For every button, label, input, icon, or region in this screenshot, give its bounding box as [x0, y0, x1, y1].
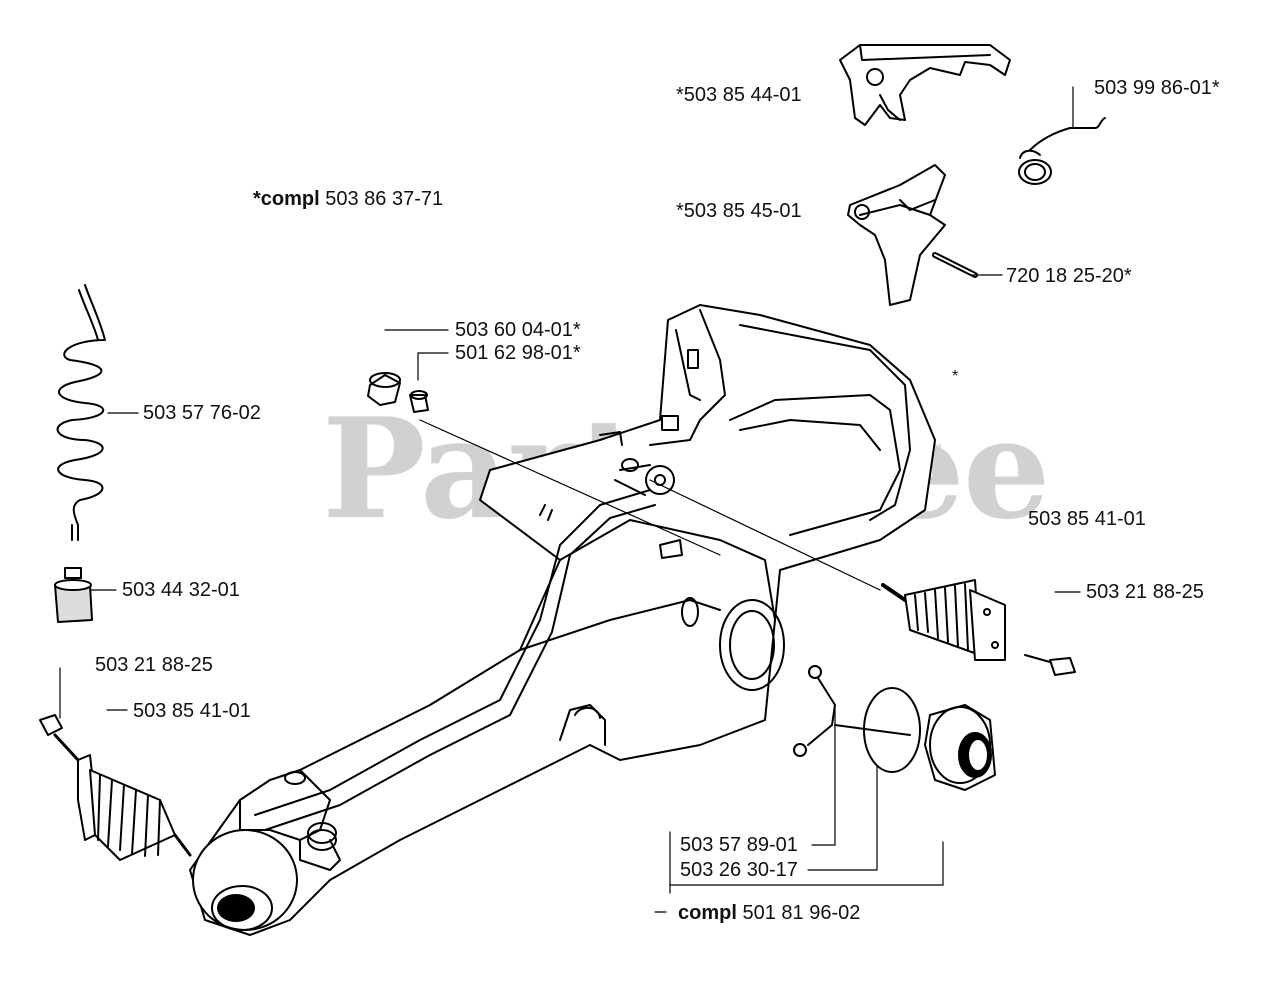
grommet-parts	[367, 372, 429, 413]
compl-label-501-81-96-02: compl 501 81 96-02	[678, 903, 860, 923]
av-spring-right-part	[881, 579, 1076, 676]
compl-number: 503 86 37-71	[325, 188, 444, 210]
compl2-number: 501 81 96-02	[742, 902, 861, 924]
part-label-503-60-04-01: 503 60 04-01*	[455, 319, 581, 341]
part-label-503-99-86-01: 503 99 86-01*	[1094, 77, 1220, 99]
part-label-503-44-32-01: 503 44 32-01	[122, 579, 240, 601]
compl-prefix: *compl	[253, 188, 320, 210]
pin-part	[932, 252, 978, 278]
compl-label-503-86-37-71: *compl 503 86 37-71	[253, 189, 443, 209]
part-label-501-62-98-01: 501 62 98-01*	[455, 342, 581, 364]
tank-vent-parts	[793, 665, 921, 773]
part-label-503-57-89-01: 503 57 89-01	[680, 834, 798, 856]
fuel-hose-coil-part	[56, 284, 106, 541]
part-label-503-26-30-17: 503 26 30-17	[680, 859, 798, 881]
part-label-503-85-41-01-left: 503 85 41-01	[133, 700, 251, 722]
part-label-503-57-76-02: 503 57 76-02	[143, 402, 261, 424]
part-label-503-85-44-01: *503 85 44-01	[676, 84, 802, 106]
fuel-filter-part	[54, 567, 93, 623]
spring-clip-part	[1018, 117, 1106, 185]
part-label-503-21-88-25-right: 503 21 88-25	[1086, 581, 1204, 603]
part-label-503-85-41-01-right: 503 85 41-01	[1028, 508, 1146, 530]
asterisk-marker: *	[952, 368, 959, 385]
throttle-trigger-part	[839, 44, 1011, 126]
compl2-prefix: compl	[678, 902, 737, 924]
leader-lines	[59, 86, 1081, 913]
throttle-lockout-part	[847, 164, 946, 306]
tank-cap-part	[924, 704, 996, 791]
part-label-503-21-88-25-left: 503 21 88-25	[95, 654, 213, 676]
handle-housing-part	[189, 304, 936, 936]
part-label-720-18-25-20: 720 18 25-20*	[1006, 265, 1132, 287]
av-spring-left-part	[39, 714, 192, 861]
part-label-503-85-45-01: *503 85 45-01	[676, 200, 802, 222]
